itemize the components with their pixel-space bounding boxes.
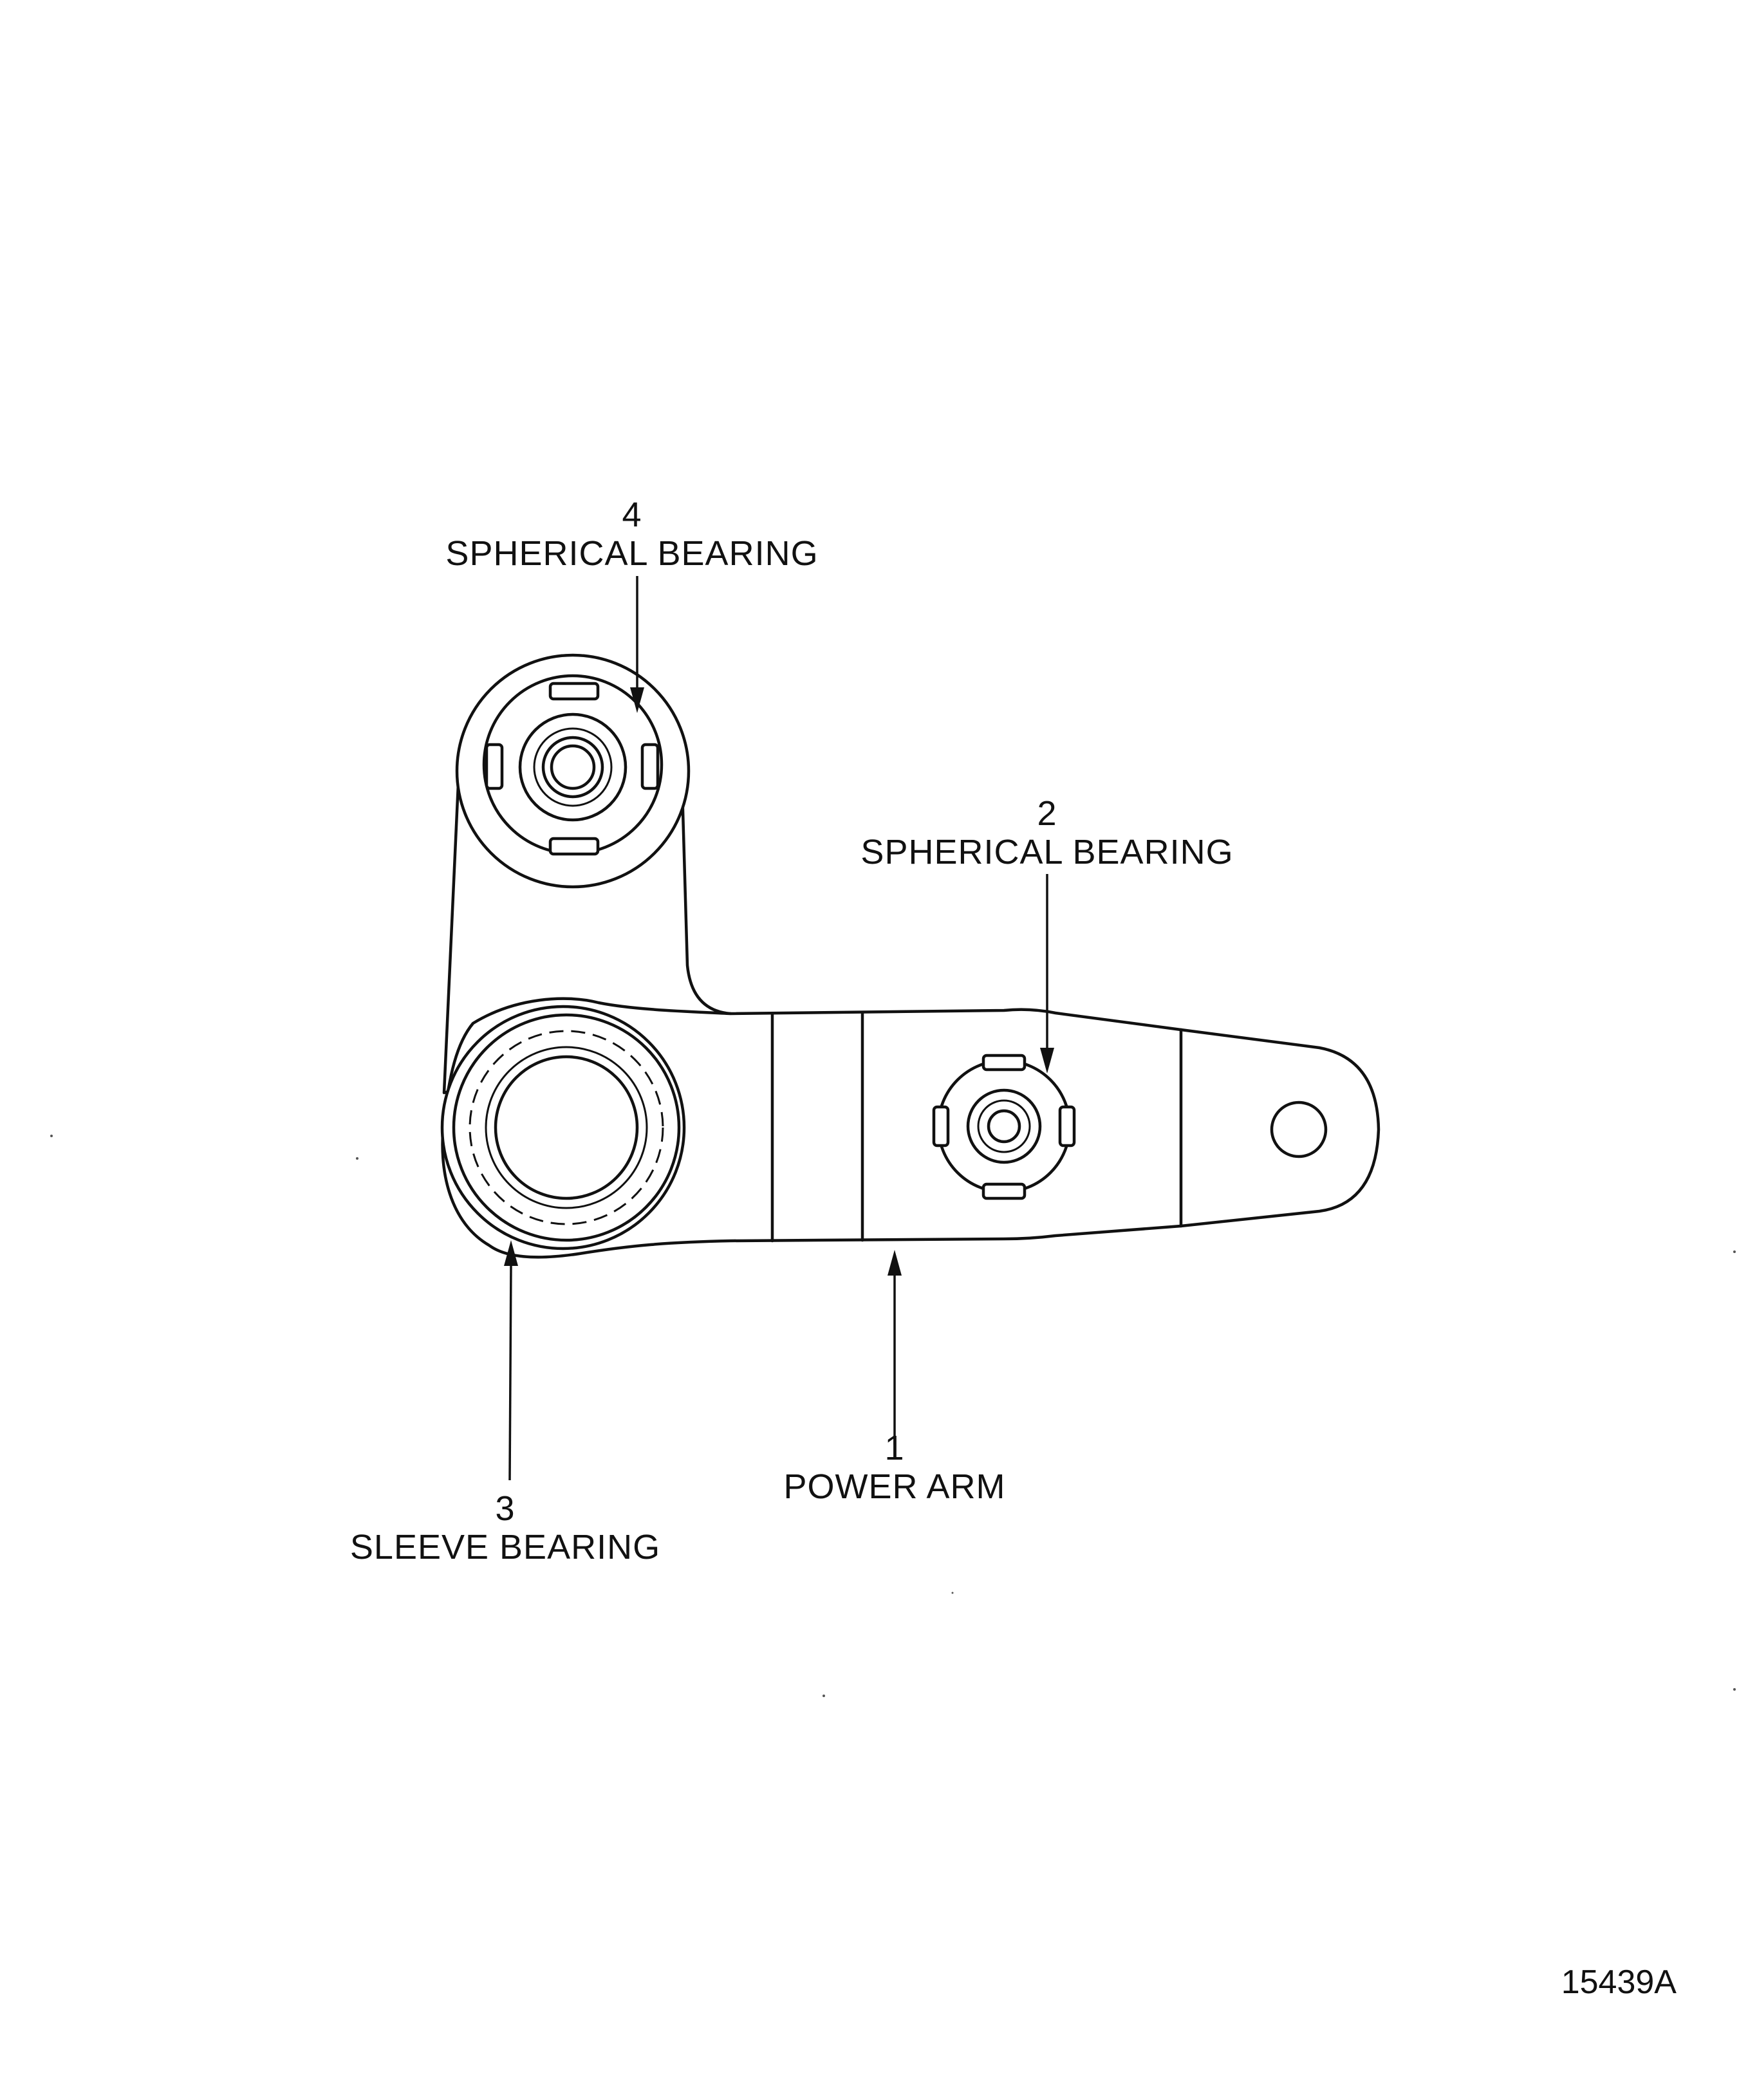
upper-tab-bottom <box>548 837 600 856</box>
sleeve-hub-outer <box>440 1005 686 1250</box>
callout-1-label: POWER ARM <box>783 1467 1005 1506</box>
scan-speck <box>50 1135 53 1137</box>
upper-bearing-outer <box>455 653 691 889</box>
sleeve-bearing-flange <box>452 1013 681 1242</box>
upper-bearing-bore <box>550 744 596 790</box>
callout-4: 4 SPHERICAL BEARING <box>445 496 818 573</box>
leader-arrow-2 <box>1040 874 1054 1073</box>
main-arm <box>441 997 1380 1259</box>
arm-bearing-ring <box>977 1099 1031 1153</box>
arm-bearing-ball <box>966 1088 1042 1164</box>
arm-tab-bottom <box>981 1182 1027 1200</box>
arm-tab-left <box>932 1105 950 1148</box>
leader-arrow-4 <box>630 576 644 713</box>
callout-3-label: SLEEVE BEARING <box>350 1528 660 1566</box>
spherical-bearing-arm <box>932 1054 1076 1200</box>
leader-arrow-3 <box>504 1240 518 1481</box>
callout-2-index: 2 <box>1037 794 1057 833</box>
callout-2: 2 SPHERICAL BEARING <box>860 794 1233 871</box>
callout-3-index: 3 <box>495 1489 515 1528</box>
upper-tab-left <box>485 743 504 790</box>
upper-bearing-ring <box>533 727 613 807</box>
sleeve-bearing-bore <box>494 1055 639 1200</box>
upper-bearing-bore-outer <box>541 736 604 799</box>
sleeve-bearing <box>440 1005 686 1250</box>
callout-2-label: SPHERICAL BEARING <box>860 833 1233 871</box>
arm-bearing-bore <box>987 1109 1021 1144</box>
scan-speck <box>356 1157 358 1160</box>
leader-arrow-1 <box>888 1250 902 1445</box>
arm-tip-hole <box>1270 1101 1328 1158</box>
scan-speck <box>823 1695 825 1697</box>
spherical-bearing-upper <box>455 653 691 889</box>
arm-tab-top <box>981 1054 1027 1072</box>
scan-speck <box>951 1592 954 1594</box>
scan-speck <box>1733 1688 1736 1691</box>
upper-bearing-ball <box>518 712 628 822</box>
sleeve-bearing-ring <box>485 1046 648 1209</box>
arm-tab-right <box>1058 1105 1076 1148</box>
callout-1: 1 POWER ARM <box>783 1429 1005 1506</box>
figure-number: 15439A <box>1561 1964 1677 2001</box>
scan-speck <box>1733 1250 1736 1253</box>
sleeve-bearing-hidden-line <box>469 1030 664 1225</box>
callout-3: 3 SLEEVE BEARING <box>350 1489 660 1566</box>
callout-1-index: 1 <box>884 1429 904 1467</box>
callout-4-label: SPHERICAL BEARING <box>445 534 818 573</box>
upper-tab-top <box>548 682 600 701</box>
upper-tab-right <box>640 743 660 790</box>
callout-4-index: 4 <box>622 496 642 534</box>
